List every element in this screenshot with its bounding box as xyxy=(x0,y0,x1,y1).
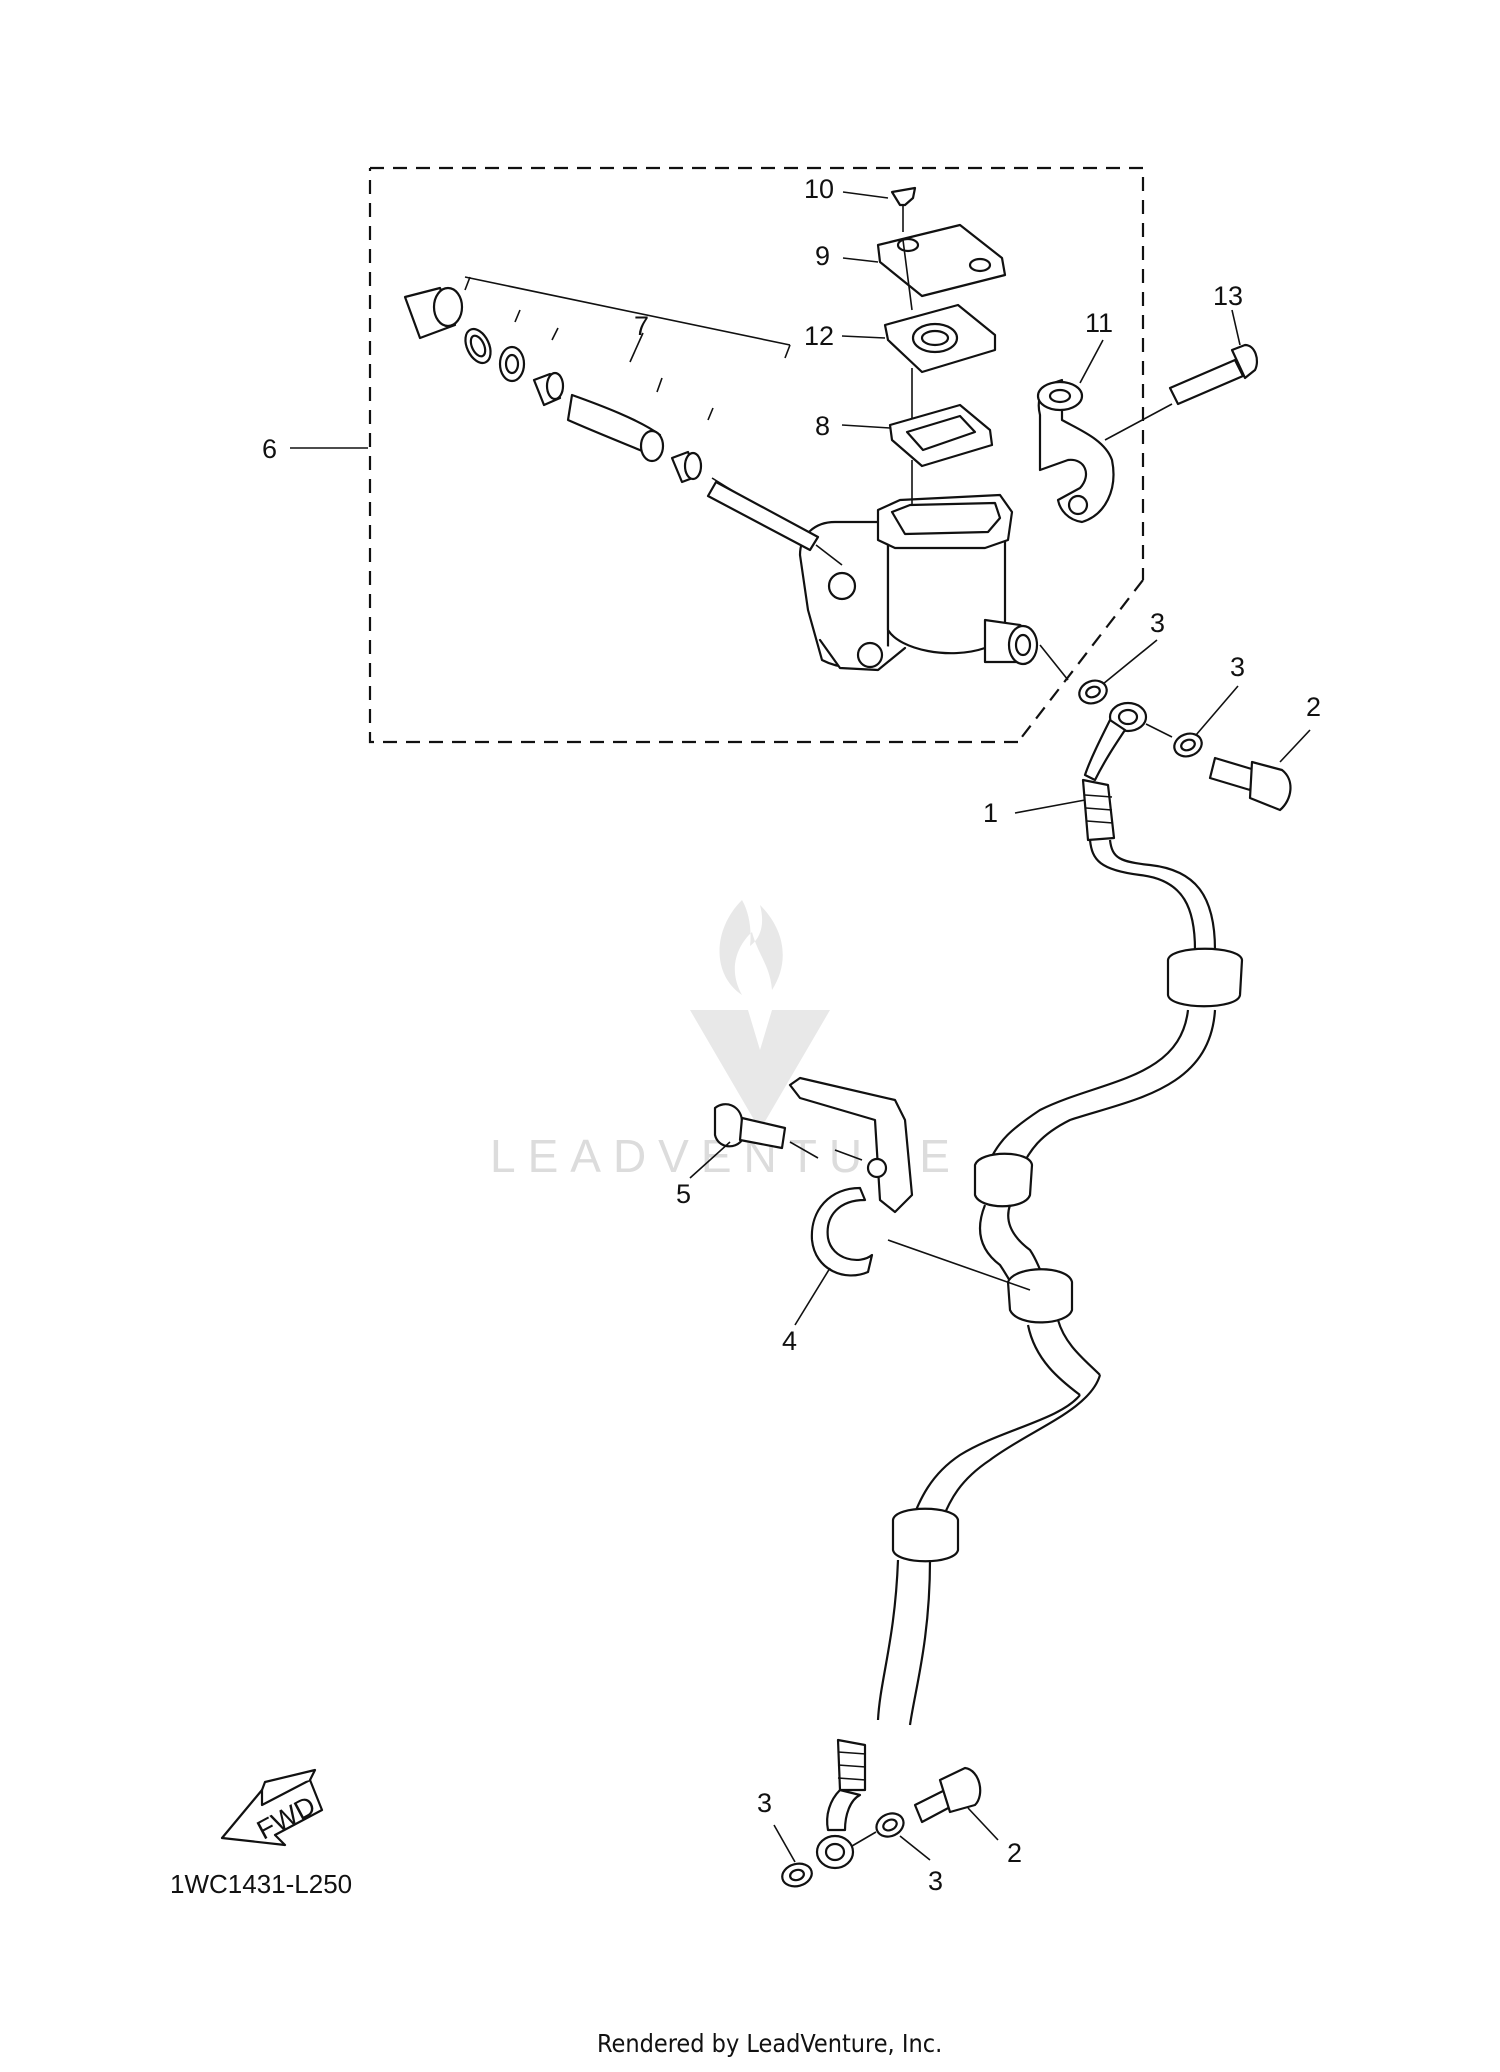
callout-10: 10 xyxy=(804,174,834,204)
guide-bolt xyxy=(713,1103,863,1161)
assembly-boundary-dashed xyxy=(368,166,1145,744)
clamp-bolt xyxy=(1104,343,1259,441)
callout-7: 7 xyxy=(634,311,649,341)
brake-hose xyxy=(836,778,1244,1792)
callout-1: 1 xyxy=(983,798,998,828)
cap-screw xyxy=(890,186,917,207)
master-cylinder-body xyxy=(798,493,1039,672)
render-credit: Rendered by LeadVenture, Inc. xyxy=(597,2029,942,2058)
callout-4: 4 xyxy=(782,1326,797,1356)
callout-8: 8 xyxy=(815,411,830,441)
diagram-code: 1WC1431-L250 xyxy=(170,1869,352,1899)
callout-leaders xyxy=(290,191,1311,1863)
fwd-arrow-icon: FWD xyxy=(220,1768,324,1847)
hose-guide-bracket xyxy=(788,1076,1031,1291)
callout-3-lower-right: 3 xyxy=(928,1866,943,1896)
callout-3-lower-left: 3 xyxy=(757,1788,772,1818)
callout-2-upper: 2 xyxy=(1306,692,1321,722)
callout-11: 11 xyxy=(1085,308,1113,338)
callout-labels: 1 2 2 3 3 3 3 4 5 6 7 8 9 10 11 12 13 xyxy=(262,174,1321,1896)
callout-2-lower: 2 xyxy=(1007,1838,1022,1868)
upper-banjo-fitting xyxy=(1078,679,1292,812)
callout-3-upper-right: 3 xyxy=(1230,652,1245,682)
piston-kit xyxy=(403,276,843,566)
callout-3-upper-left: 3 xyxy=(1150,608,1165,638)
watermark-flame-logo xyxy=(690,900,830,1130)
handlebar-clamp xyxy=(1036,378,1115,524)
diaphragm-stack xyxy=(876,186,1007,505)
callout-5: 5 xyxy=(676,1179,691,1209)
callout-13: 13 xyxy=(1213,281,1243,311)
callout-9: 9 xyxy=(815,241,830,271)
callout-12: 12 xyxy=(804,321,834,351)
lower-banjo-fitting xyxy=(781,1766,982,1888)
callout-6: 6 xyxy=(262,434,277,464)
